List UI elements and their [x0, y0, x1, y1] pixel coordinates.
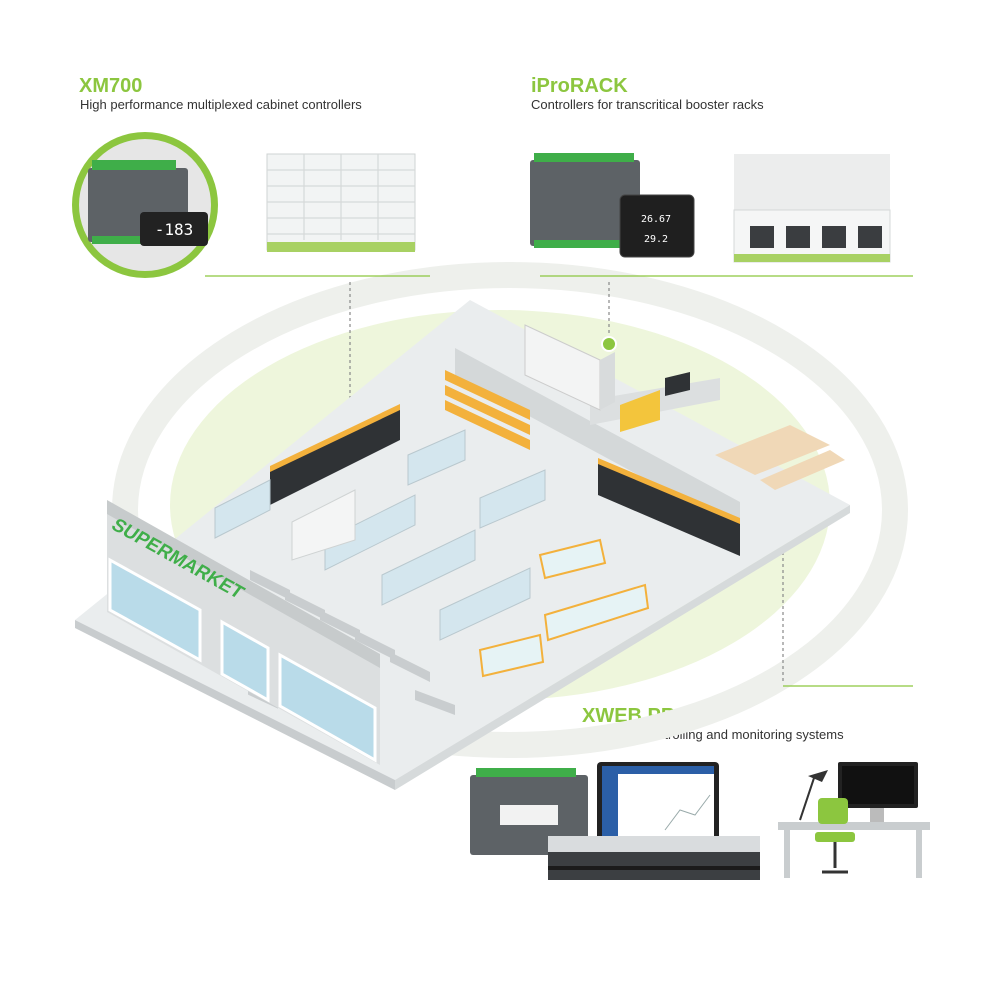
office-area [665, 372, 845, 490]
checkout-counters [248, 570, 455, 715]
iprorack-title: iProRACK [531, 75, 628, 97]
iprorack-display-value-1: 26.67 [641, 214, 671, 225]
storefront-facade [107, 500, 380, 765]
xwebpro-devices-image [470, 762, 760, 880]
storage-shelves [445, 370, 530, 450]
iprorack-display-value-2: 29.2 [644, 234, 668, 245]
iprorack-subtitle: Controllers for transcritical booster ra… [531, 97, 764, 112]
display-islands [478, 538, 650, 678]
workstation-image [778, 762, 930, 878]
connector-lines [205, 275, 913, 687]
cold-room-units [524, 324, 660, 432]
xm700-subtitle: High performance multiplexed cabinet con… [80, 97, 362, 112]
dotted-leaders [349, 282, 784, 684]
xm700-display-value: -183 [155, 220, 194, 239]
iprorack-controller-image: 26.67 29.2 [530, 153, 695, 258]
xm700-title: XM700 [79, 75, 143, 97]
iprorack-marker-dot [601, 336, 617, 352]
gondola-shelves [214, 429, 546, 641]
xm700-controller-image: -183 [72, 132, 218, 278]
freezer-cabinets [270, 404, 740, 556]
cabinet-shelf-image [266, 153, 416, 252]
booster-rack-image [733, 154, 891, 263]
